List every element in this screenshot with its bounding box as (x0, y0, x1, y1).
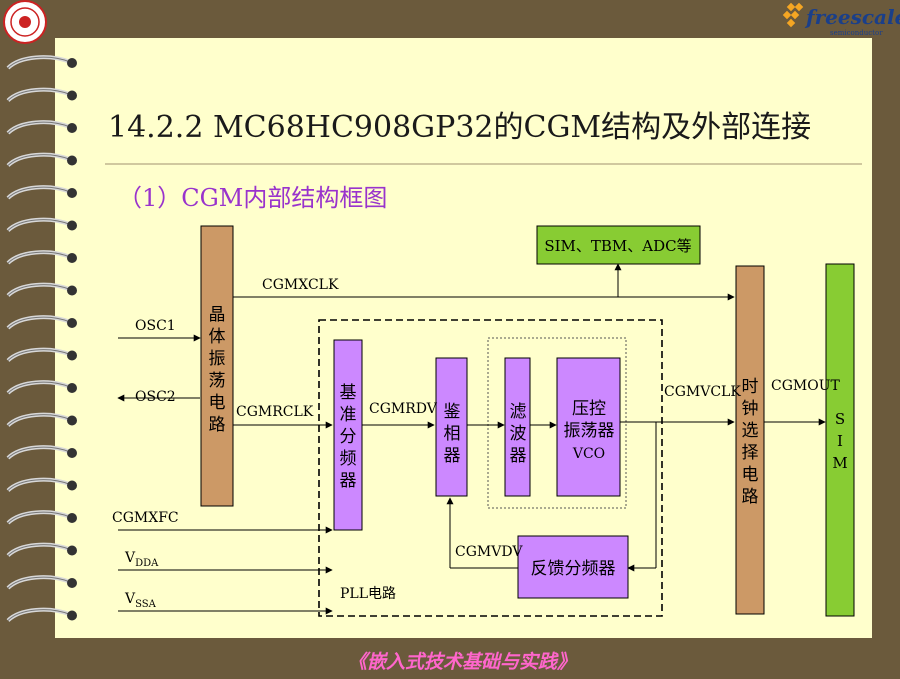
page-title: 14.2.2 MC68HC908GP32的CGM结构及外部连接 (108, 110, 811, 145)
spiral-ring (6, 87, 77, 103)
phase-detector-block (435, 357, 468, 497)
footer-book-title: 《嵌入式技术基础与实践》 (348, 651, 576, 673)
clock-select-label: 时钟选择电路 (742, 377, 759, 507)
vertical-char: 波 (510, 424, 527, 444)
phase-detector-label: 鉴相器 (444, 402, 461, 466)
spiral-ring (6, 315, 77, 330)
sim-block (825, 263, 855, 617)
connections (117, 263, 826, 615)
vco-label-line1: 压控 (572, 399, 606, 419)
freescale-wordmark: freescale (804, 5, 900, 29)
vertical-char: 电 (209, 393, 226, 413)
crystal-oscillator-label: 晶体振荡电路 (209, 305, 226, 435)
vertical-char: 电 (742, 465, 759, 485)
vertical-char: 器 (340, 471, 357, 491)
vertical-char: 时 (742, 377, 759, 397)
vertical-char: 振 (209, 349, 226, 369)
vertical-char: 体 (209, 327, 226, 347)
pll-boundary (318, 319, 663, 617)
signal-cgmvclk: CGMVCLK (664, 384, 741, 400)
spiral-ring (6, 347, 77, 363)
signal-cgmrdv: CGMRDV (369, 401, 438, 417)
signal-cgmxfc: CGMXFC (112, 510, 179, 526)
spiral-ring (6, 445, 77, 460)
signal-cgmrclk: CGMRCLK (236, 404, 314, 420)
vertical-char: 钟 (742, 399, 759, 419)
vertical-char: 滤 (510, 402, 527, 422)
vertical-char: 频 (340, 449, 357, 469)
spiral-ring (6, 542, 77, 558)
spiral-ring (6, 477, 77, 493)
signal-osc1: OSC1 (135, 318, 176, 334)
spiral-ring (6, 120, 77, 135)
vertical-char: M (832, 454, 847, 472)
spiral-binding (6, 55, 77, 623)
vco-block (556, 357, 621, 497)
clock-select-block (735, 265, 765, 615)
signal-osc2: OSC2 (135, 389, 176, 405)
vertical-char: S (835, 410, 845, 428)
university-seal-logo (3, 0, 47, 44)
spiral-ring (6, 217, 77, 233)
reference-divider-label: 基准分频器 (340, 383, 357, 491)
signal-cgmvdv: CGMVDV (455, 544, 523, 560)
reference-divider-block (333, 339, 363, 531)
feedback-divider-block (517, 535, 629, 599)
spiral-ring (6, 607, 77, 623)
spiral-ring (6, 510, 77, 525)
vertical-char: 分 (340, 427, 357, 447)
freescale-tagline: semiconductor (830, 29, 883, 37)
sim-tbm-adc-block (536, 225, 701, 265)
vco-label-line2: 振荡器 (564, 421, 615, 441)
vco-label-line3: VCO (572, 446, 605, 462)
signal-vssa: VSSA (124, 591, 157, 610)
vertical-char: I (837, 432, 843, 450)
spiral-ring (6, 152, 77, 168)
filter-label: 滤波器 (510, 402, 527, 466)
pll-label: PLL电路 (340, 586, 396, 602)
section-subtitle: （1）CGM内部结构框图 (118, 184, 387, 212)
filter-block (504, 357, 531, 497)
vertical-char: 荡 (209, 371, 226, 391)
spiral-ring (6, 55, 77, 70)
signal-cgmout: CGMOUT (771, 378, 841, 394)
spiral-ring (6, 575, 77, 590)
vertical-char: 相 (444, 424, 461, 444)
spiral-ring (6, 282, 77, 298)
vertical-char: 器 (510, 446, 527, 466)
signal-cgmxclk: CGMXCLK (262, 277, 339, 293)
vertical-char: 器 (444, 446, 461, 466)
feedback-divider-label: 反馈分频器 (531, 559, 616, 579)
vertical-char: 准 (340, 405, 357, 425)
vertical-char: 鉴 (444, 402, 461, 422)
crystal-oscillator-block (200, 225, 234, 507)
vertical-char: 晶 (209, 305, 226, 325)
vertical-char: 路 (209, 415, 226, 435)
spiral-ring (6, 380, 77, 395)
vertical-char: 择 (742, 443, 759, 463)
vertical-char: 基 (340, 383, 357, 403)
spiral-ring (6, 185, 77, 200)
spiral-ring (6, 250, 77, 265)
spiral-ring (6, 412, 77, 428)
signal-vdda: VDDA (124, 550, 159, 569)
vertical-char: 路 (742, 487, 759, 507)
vertical-char: 选 (742, 421, 759, 441)
filter-vco-boundary (487, 337, 627, 509)
sim-tbm-adc-label: SIM、TBM、ADC等 (544, 237, 691, 255)
